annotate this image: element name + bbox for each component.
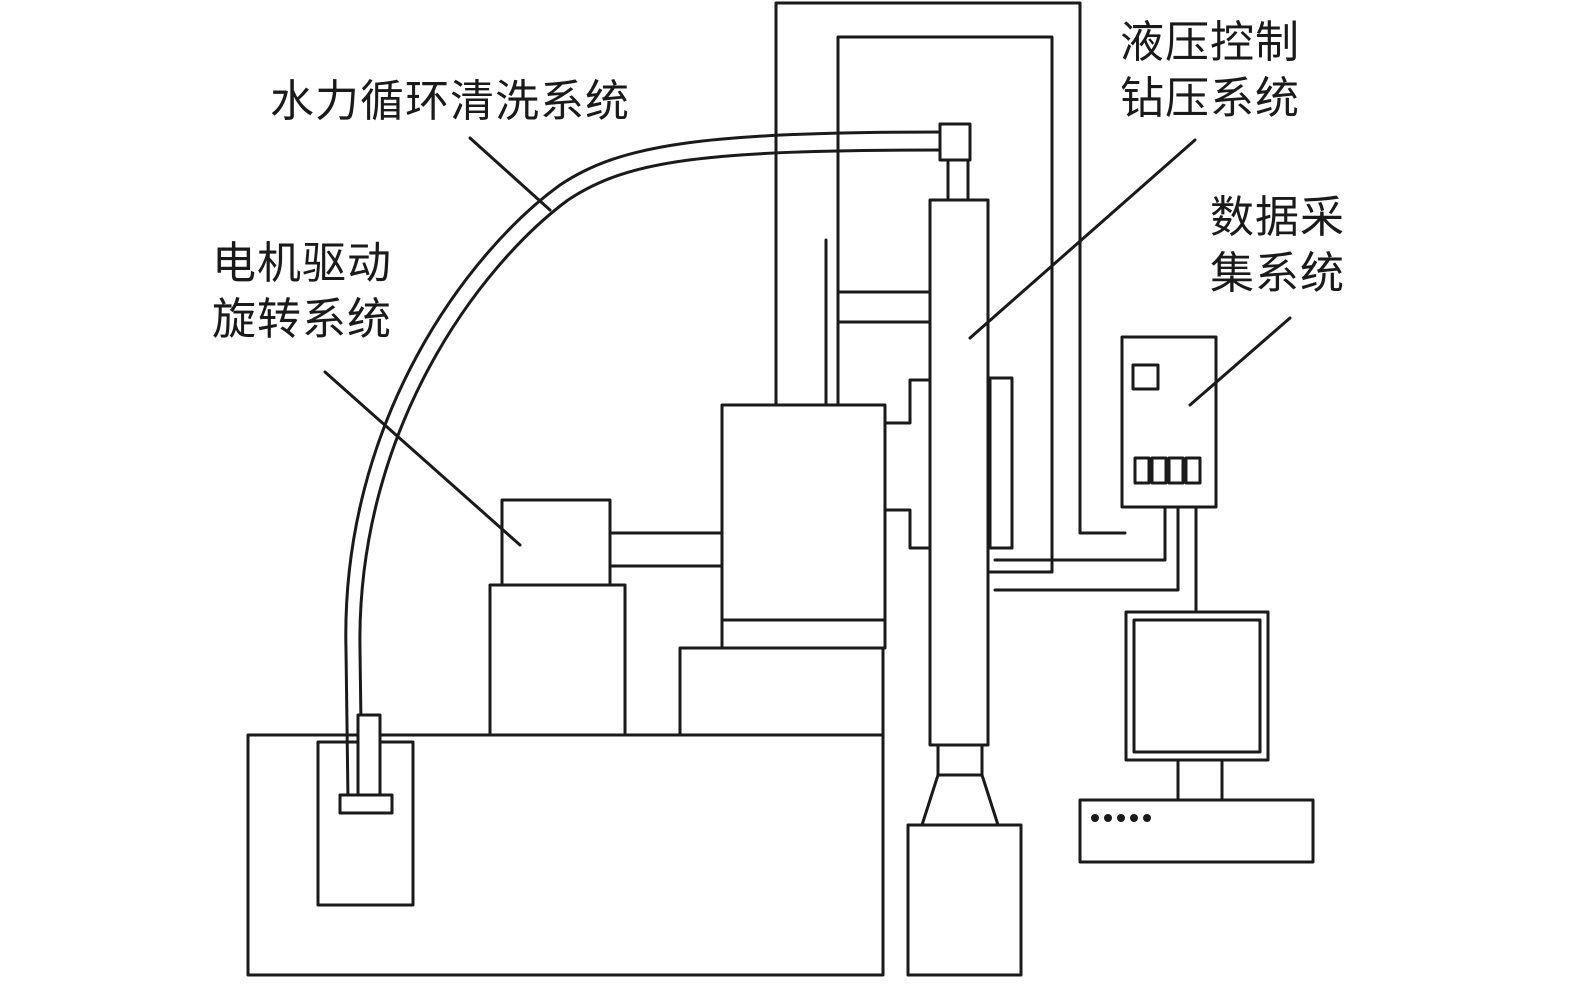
label-hydraulic-line1: 液压控制 <box>1120 17 1300 68</box>
water-hose <box>338 130 947 815</box>
gearbox-unit <box>678 238 932 737</box>
hydraulic-frame <box>774 1 1127 574</box>
drill-rod <box>928 198 990 747</box>
label-water-circulation: 水力循环清洗系统 <box>270 74 630 130</box>
side-plate <box>988 376 1014 550</box>
computer-keyboard <box>1078 798 1315 864</box>
leader-motor <box>323 370 522 547</box>
base-platform <box>246 733 885 977</box>
flange <box>883 378 932 550</box>
leader-daq <box>1188 316 1292 407</box>
label-daq-line2: 集系统 <box>1210 248 1345 299</box>
leader-water <box>468 136 552 212</box>
label-daq: 数据采 集系统 <box>1210 190 1345 302</box>
daq-box <box>993 335 1218 614</box>
gearbox-base <box>678 646 885 737</box>
motor-box <box>500 498 612 587</box>
label-hydraulic: 液压控制 钻压系统 <box>1120 15 1300 127</box>
gearbox-box <box>720 403 887 650</box>
motor-unit <box>488 498 727 737</box>
sample-block <box>906 823 1023 977</box>
drill-bit <box>920 773 1000 827</box>
motor-stand <box>488 583 627 737</box>
swivel-neck <box>946 158 970 202</box>
hose-foot <box>338 793 394 815</box>
label-water-circulation-text: 水力循环清洗系统 <box>270 76 630 127</box>
hose-inlet-pipe <box>356 713 382 802</box>
computer <box>1078 610 1315 864</box>
drill-bit-collar <box>936 743 984 777</box>
label-motor-line2: 旋转系统 <box>212 294 392 345</box>
daq-screen <box>1131 363 1160 391</box>
swivel-head <box>938 122 972 162</box>
label-motor-line1: 电机驱动 <box>212 238 392 289</box>
leader-hydraulic <box>968 138 1197 340</box>
label-hydraulic-line2: 钻压系统 <box>1120 73 1300 124</box>
label-motor: 电机驱动 旋转系统 <box>212 236 392 348</box>
label-daq-line1: 数据采 <box>1210 192 1345 243</box>
drill-column <box>906 122 1023 977</box>
leader-lines <box>323 136 1292 547</box>
